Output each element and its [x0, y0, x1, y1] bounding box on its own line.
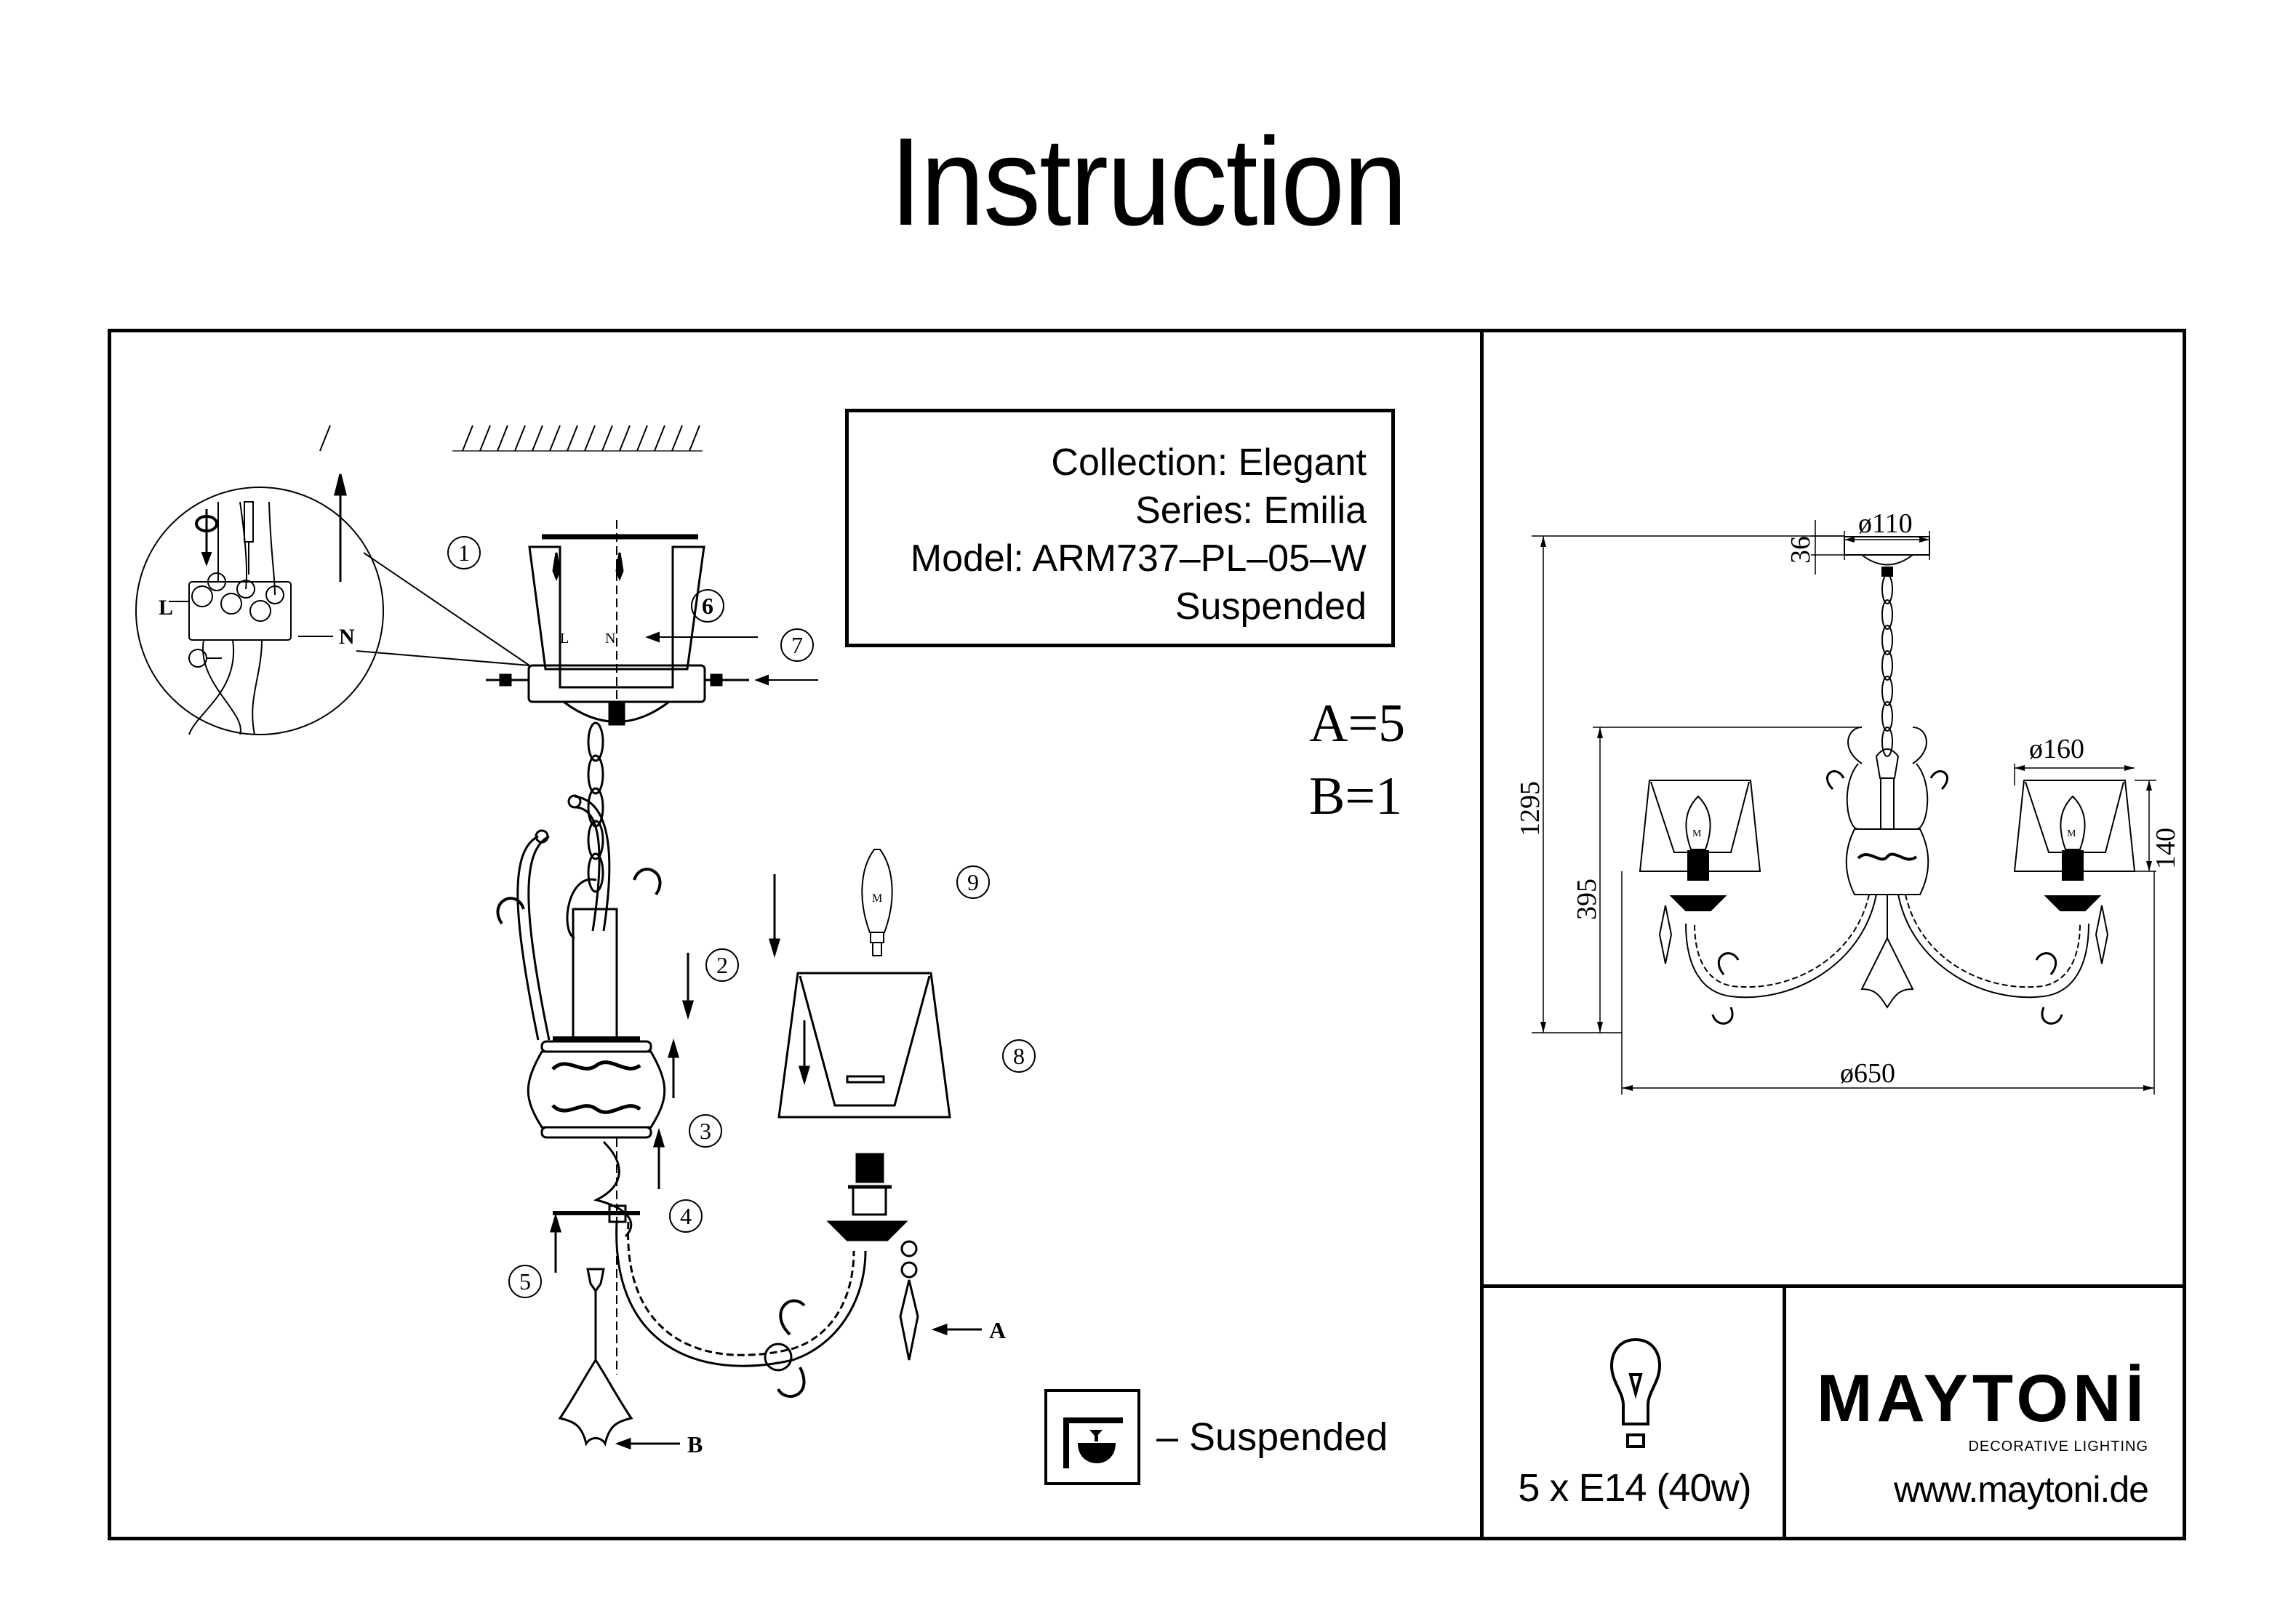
parts-count: A=5 B=1: [1309, 687, 1405, 833]
step-7-arrow: [754, 674, 818, 686]
bulb-spec-panel: 5 x E14 (40w): [1485, 1289, 1784, 1537]
wire-live-label: L: [159, 596, 173, 620]
pendant-b: [558, 1268, 633, 1447]
step-3-marker: [689, 1114, 722, 1148]
step-8-label: 8: [1013, 1043, 1025, 1069]
candle-socket: [826, 1153, 919, 1361]
dim-canopy-diameter: ø110: [1858, 508, 1913, 539]
step-1-label: 1: [458, 540, 470, 566]
step-9-label: 9: [967, 869, 979, 895]
canopy-live-label: L: [560, 631, 569, 647]
dim-body: [1826, 727, 1948, 1009]
wire-neutral-label: N: [339, 625, 355, 649]
dimension-arrowheads: [1540, 536, 2154, 1091]
assembly-diagram: L N L N: [135, 425, 1036, 1457]
bulb-spec-label: 5 x E14 (40w): [1518, 1466, 1751, 1510]
step-8-marker: [1002, 1039, 1036, 1073]
dim-overall-diameter: ø650: [1840, 1058, 1895, 1089]
dim-right-bulb-mark: M: [2067, 828, 2076, 839]
step-2-marker: [705, 948, 739, 982]
collection-label: Collection: Elegant: [1051, 441, 1367, 484]
ceiling-icon: [319, 425, 703, 452]
step-5-label: 5: [519, 1268, 531, 1295]
footer-divider: [1783, 1284, 1786, 1540]
step-4-label: 4: [680, 1203, 692, 1229]
lamp-arm: [615, 1221, 867, 1398]
dim-body-height: 395: [1572, 879, 1602, 920]
dim-canopy: [1844, 536, 1930, 577]
suspended-mount-icon: [1044, 1389, 1140, 1485]
step-2-label: 2: [716, 952, 728, 978]
part-b-count: B=1: [1309, 767, 1403, 826]
step-6-label: 6: [702, 593, 713, 619]
part-a-count: A=5: [1309, 694, 1406, 753]
brand-logo: MAYTONİ: [1816, 1361, 2148, 1436]
product-info-box: Collection: Elegant Series: Emilia Model…: [845, 409, 1395, 647]
mount-type-legend: – Suspended: [1044, 1389, 1388, 1485]
panel-divider-vertical: [1480, 329, 1484, 1540]
dimension-drawing: M M: [1515, 508, 2181, 1095]
dim-left-shade: [1639, 780, 1761, 964]
step-3-label: 3: [700, 1118, 711, 1144]
step-9-marker: [956, 865, 990, 899]
dimension-lines: [1532, 520, 2156, 1095]
bulb-mark: M: [872, 892, 882, 905]
mount-type-label: Suspended: [1175, 585, 1367, 628]
step-arrows: [549, 874, 982, 1450]
dim-chain: [1881, 574, 1893, 757]
model-label: Model: ARM737–PL–05–W: [910, 537, 1367, 580]
dim-total-height: 1295: [1515, 781, 1545, 836]
candle-bulb-icon: [861, 849, 893, 956]
step-4-marker: [669, 1199, 703, 1233]
light-bulb-icon: [1609, 1337, 1662, 1448]
step-6-arrow: [645, 631, 758, 643]
step-5-marker: [508, 1265, 542, 1298]
dim-right-shade: [2013, 780, 2136, 964]
step-6-marker: [691, 589, 724, 623]
brand-website[interactable]: www.maytoni.de: [1893, 1469, 2149, 1510]
callout-b: B: [687, 1431, 703, 1457]
step-7-marker: [780, 628, 814, 662]
step-7-label: 7: [791, 632, 803, 658]
canopy-neutral-label: N: [605, 631, 615, 647]
decorative-body: [527, 1040, 666, 1139]
mount-type-legend-label: – Suspended: [1156, 1415, 1388, 1459]
series-label: Series: Emilia: [1135, 489, 1367, 532]
brand-tagline: DECORATIVE LIGHTING: [1968, 1439, 2148, 1455]
callout-a: A: [989, 1317, 1006, 1343]
canopy: [486, 520, 749, 727]
dim-shade-diameter: ø160: [2029, 734, 2084, 764]
dim-canopy-height: 36: [1785, 536, 1816, 564]
page-title: Instruction: [889, 112, 1408, 252]
instruction-frame: [108, 329, 2186, 1540]
step-1-marker: [447, 536, 481, 569]
lamp-shade: [777, 972, 951, 1119]
wiring-detail: [135, 487, 530, 735]
dim-shade-height: 140: [2151, 828, 2181, 869]
dim-left-bulb-mark: M: [1692, 828, 1702, 839]
panel-divider-horizontal: [1480, 1284, 2186, 1288]
brand-panel: MAYTONİ DECORATIVE LIGHTING www.maytoni.…: [1788, 1289, 2186, 1537]
step-1-arrow: [334, 473, 347, 582]
dim-arms: [1685, 894, 2089, 1025]
upper-arms: [496, 794, 662, 1041]
